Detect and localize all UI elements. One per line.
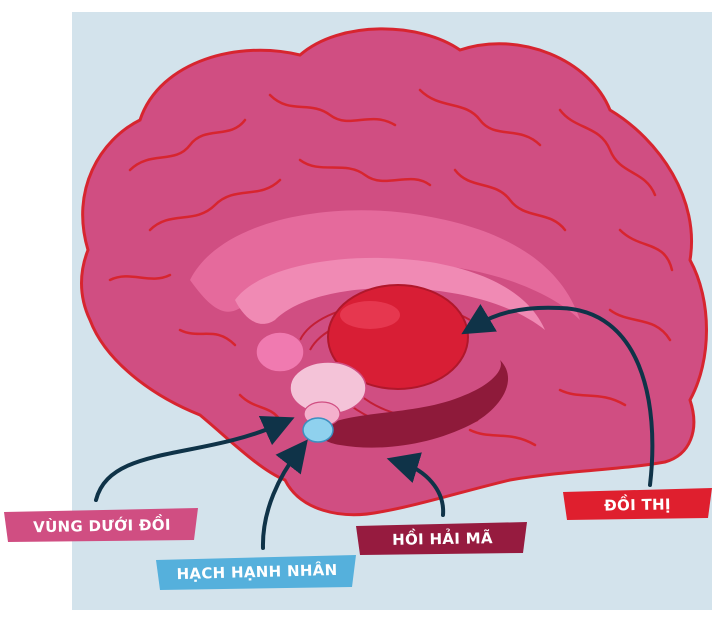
label-hypothalamus: VÙNG DƯỚI ĐỒI: [8, 509, 196, 542]
septal-nucleus-shape: [256, 332, 304, 372]
amygdala-shape: [303, 418, 333, 442]
label-thalamus: ĐỒI THỊ: [567, 489, 709, 521]
label-amygdala: HẠCH HẠNH NHÂN: [160, 554, 355, 589]
thalamus-highlight: [340, 301, 400, 329]
label-hippocampus: HỒI HẢI MÃ: [360, 523, 525, 556]
